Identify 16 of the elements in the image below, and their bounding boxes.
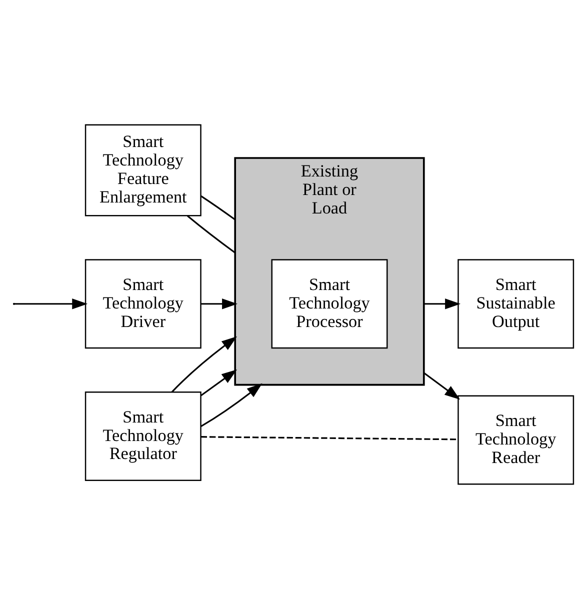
connector bbox=[201, 436, 458, 440]
connector bbox=[186, 215, 236, 254]
node-box: Smart Technology Processor bbox=[271, 259, 388, 349]
arrow bbox=[200, 370, 238, 396]
arrow bbox=[424, 298, 461, 310]
node-box: Smart Technology Driver bbox=[84, 259, 202, 349]
arrow bbox=[423, 372, 460, 400]
arrow bbox=[171, 336, 238, 393]
arrow bbox=[14, 298, 88, 310]
node-box: Smart Technology Feature Enlargement bbox=[84, 124, 202, 216]
node-box: Smart Technology Reader bbox=[458, 395, 574, 485]
node-box: Smart Sustainable Output bbox=[458, 259, 574, 349]
connector bbox=[200, 195, 236, 220]
arrow bbox=[200, 383, 262, 427]
arrow bbox=[201, 298, 238, 310]
node-box: Smart Technology Regulator bbox=[84, 392, 202, 482]
